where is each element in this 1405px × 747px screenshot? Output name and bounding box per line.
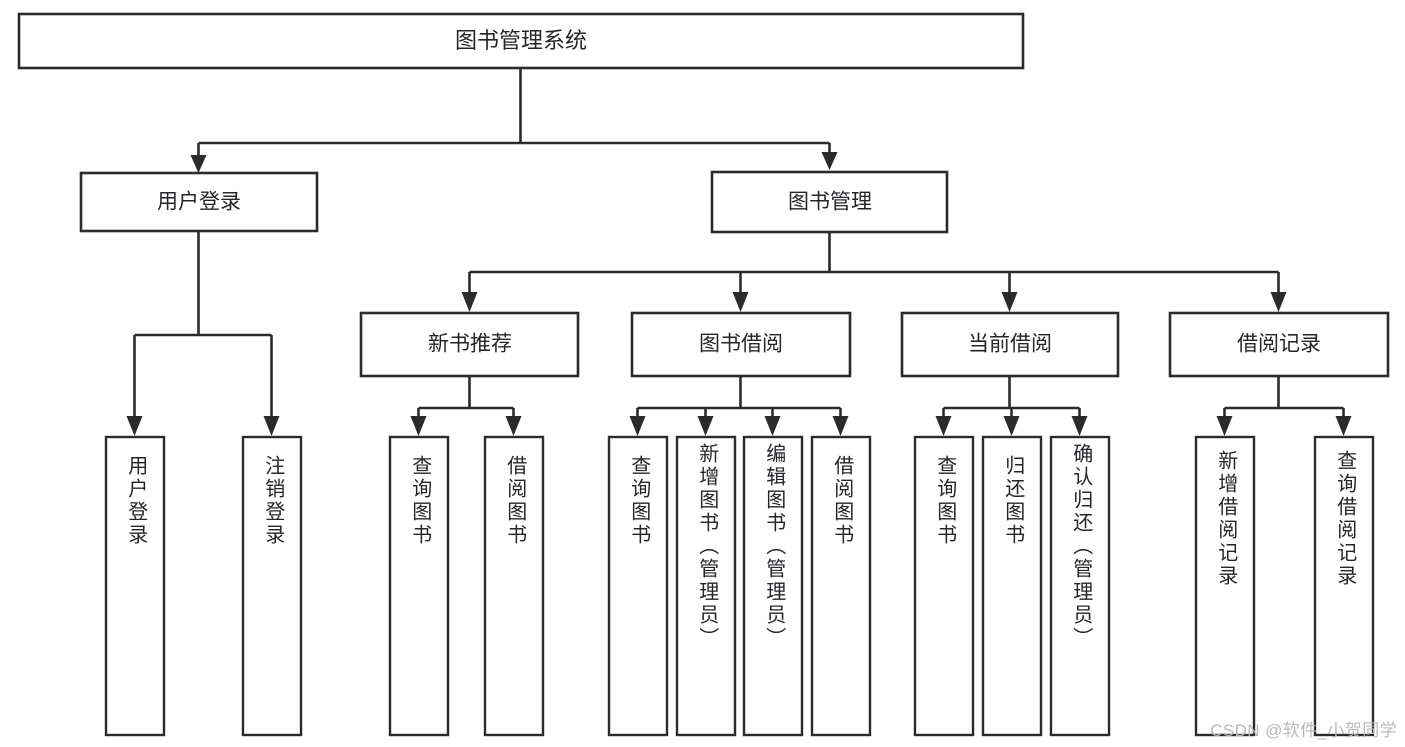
node-book-management[interactable]: 图书管理: [710, 170, 949, 234]
leaf-box-user-login-1[interactable]: [104, 435, 166, 737]
csdn-watermark: CSDN @软件_小贺同学: [1210, 721, 1397, 740]
leaf-box-new-book-1[interactable]: [388, 435, 450, 737]
node-user-login[interactable]: 用户登录: [79, 171, 319, 233]
leaf-box-borrow-record-1[interactable]: [1194, 435, 1256, 737]
leaf-box-book-borrow-2[interactable]: [675, 435, 737, 737]
connector-group-new-books: [410, 376, 522, 436]
connector-group-borrow-records: [1216, 376, 1352, 436]
node-user-login-label: 用户登录: [157, 191, 241, 214]
leaf-boxes-book-borrow: [607, 435, 872, 737]
leaf-box-book-borrow-1[interactable]: [607, 435, 669, 737]
connector-group-root: [190, 68, 838, 173]
node-current-borrow-label: 当前借阅: [968, 333, 1052, 356]
node-book-borrow[interactable]: 图书借阅: [630, 311, 852, 378]
leaf-box-current-borrow-3[interactable]: [1049, 435, 1111, 737]
leaf-boxes-new-book-recommend: [388, 435, 545, 737]
leaf-box-book-borrow-3[interactable]: [742, 435, 804, 737]
node-borrow-records-label: 借阅记录: [1237, 333, 1321, 356]
leaf-boxes-user-login: [104, 435, 303, 737]
leaf-boxes-current-borrow: [913, 435, 1111, 737]
leaf-box-new-book-2[interactable]: [483, 435, 545, 737]
node-book-borrow-label: 图书借阅: [699, 333, 783, 356]
leaf-box-current-borrow-2[interactable]: [981, 435, 1043, 737]
leaf-boxes-borrow-records: [1194, 435, 1375, 737]
connector-group-book-borrow: [629, 376, 849, 436]
node-borrow-records[interactable]: 借阅记录: [1168, 311, 1390, 378]
connector-group-book-manage: [461, 232, 1287, 312]
leaf-box-user-login-2[interactable]: [241, 435, 303, 737]
leaf-box-borrow-record-2[interactable]: [1313, 435, 1375, 737]
connector-group-user-login: [126, 231, 280, 436]
node-new-book-recommend-label: 新书推荐: [428, 333, 512, 356]
node-root-system[interactable]: 图书管理系统: [17, 12, 1025, 70]
node-new-book-recommend[interactable]: 新书推荐: [359, 311, 580, 378]
leaf-box-current-borrow-1[interactable]: [913, 435, 975, 737]
connector-group-current-borrow: [935, 376, 1088, 436]
node-root-label: 图书管理系统: [455, 28, 587, 53]
node-current-borrow[interactable]: 当前借阅: [900, 311, 1120, 378]
node-book-management-label: 图书管理: [788, 191, 872, 214]
leaf-box-book-borrow-4[interactable]: [810, 435, 872, 737]
